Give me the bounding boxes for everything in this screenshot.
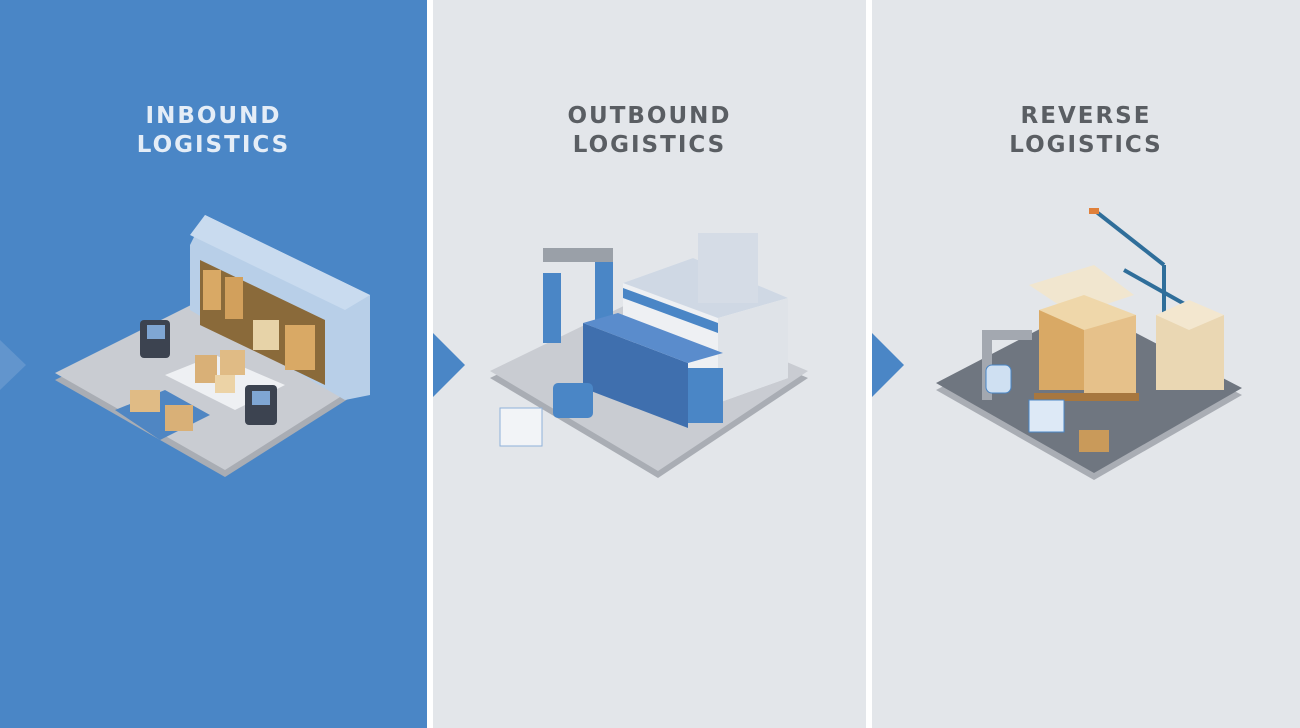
faded-arrow-icon [0,340,26,390]
factory-truck-illustration [490,233,808,478]
arrow-right-icon [433,333,465,397]
title-line-1: INBOUND [145,103,282,129]
panel-title: INBOUND LOGISTICS [0,102,427,160]
title-line-2: LOGISTICS [572,132,727,158]
title-line-1: REVERSE [1020,103,1152,129]
returns-illustration [936,208,1242,480]
arrow-right-icon [872,333,904,397]
panel-outbound-logistics: OUTBOUND LOGISTICS [433,0,866,728]
panel-title: REVERSE LOGISTICS [872,102,1300,160]
panel-reverse-logistics: REVERSE LOGISTICS [872,0,1300,728]
title-line-2: LOGISTICS [136,132,291,158]
warehouse-illustration [55,215,370,477]
title-line-2: LOGISTICS [1009,132,1163,158]
panel-inbound-logistics: INBOUND LOGISTICS [0,0,427,728]
title-line-1: OUTBOUND [567,103,732,129]
panel-title: OUTBOUND LOGISTICS [433,102,866,160]
